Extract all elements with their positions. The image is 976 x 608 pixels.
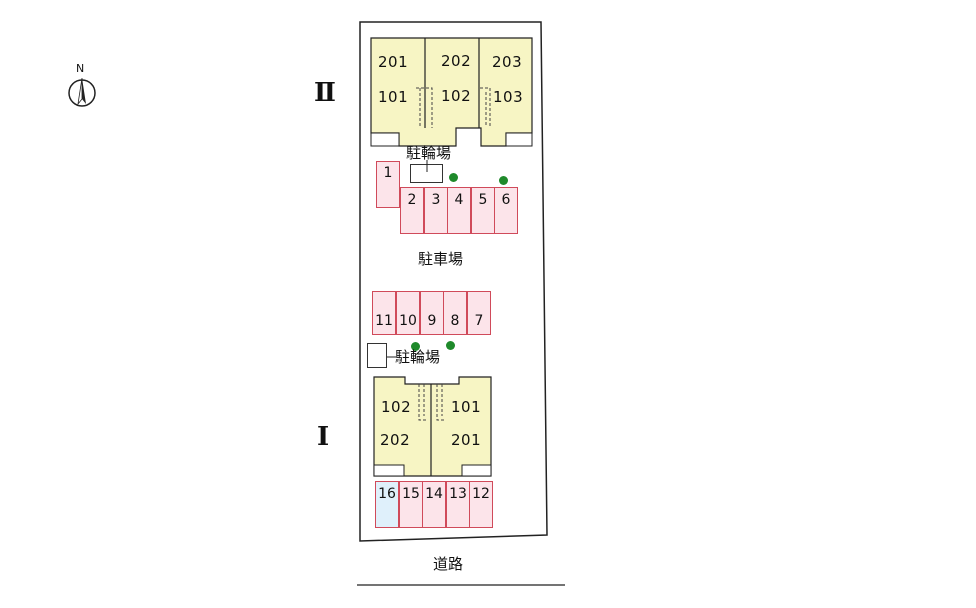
tree [411,342,420,351]
parking-space-number: 7 [474,313,484,329]
unit-II-202: 202 [441,52,472,70]
parking-space-number: 3 [431,192,441,208]
parking-space-number: 2 [407,192,417,208]
unit-I-102: 102 [381,398,412,416]
parking-space-number: 6 [501,192,511,208]
parking-space-15: 15 [399,481,423,528]
parking-space-14: 14 [422,481,446,528]
unit-II-103: 103 [493,88,524,106]
tree [499,176,508,185]
parking-space-number: 16 [378,486,396,502]
parking-space-number: 12 [472,486,490,502]
unit-I-101: 101 [451,398,482,416]
parking-space-9: 9 [420,291,444,335]
unit-II-102: 102 [441,87,472,105]
parking-space-10: 10 [396,291,420,335]
parking-space-number: 5 [478,192,488,208]
unit-II-203: 203 [492,53,523,71]
parking-space-number: 1 [383,165,393,181]
unit-I-201: 201 [451,431,482,449]
parking-space-number: 4 [454,192,464,208]
compass-north-label: N [76,62,85,75]
parking-space-8: 8 [443,291,467,335]
parking-space-7: 7 [467,291,491,335]
north-compass-icon [68,77,96,107]
unit-II-201: 201 [378,53,409,71]
bicycle-parking-middle [367,343,387,368]
parking-space-4: 4 [447,187,471,234]
parking-space-number: 14 [425,486,443,502]
unit-II-101: 101 [378,88,409,106]
parking-space-number: 13 [449,486,467,502]
parking-lot-label: 駐車場 [418,250,464,268]
parking-space-number: 15 [402,486,420,502]
bicycle-parking-label-top: 駐輪場 [406,144,452,162]
tree [449,173,458,182]
tree [446,341,455,350]
parking-space-number: 9 [427,313,437,329]
parking-space-16: 16 [375,481,399,528]
parking-space-1: 1 [376,161,400,208]
parking-space-11: 11 [372,291,396,335]
parking-space-6: 6 [494,187,518,234]
road-label: 道路 [433,555,464,573]
building-1-label: Ⅰ [317,422,330,452]
building-2-label: Ⅱ [314,78,336,108]
parking-space-number: 10 [399,313,417,329]
parking-space-13: 13 [446,481,470,528]
parking-space-12: 12 [469,481,493,528]
parking-space-number: 11 [375,313,393,329]
bicycle-parking-label-middle: 駐輪場 [395,348,441,366]
parking-space-number: 8 [450,313,460,329]
parking-space-2: 2 [400,187,424,234]
unit-I-202: 202 [380,431,411,449]
